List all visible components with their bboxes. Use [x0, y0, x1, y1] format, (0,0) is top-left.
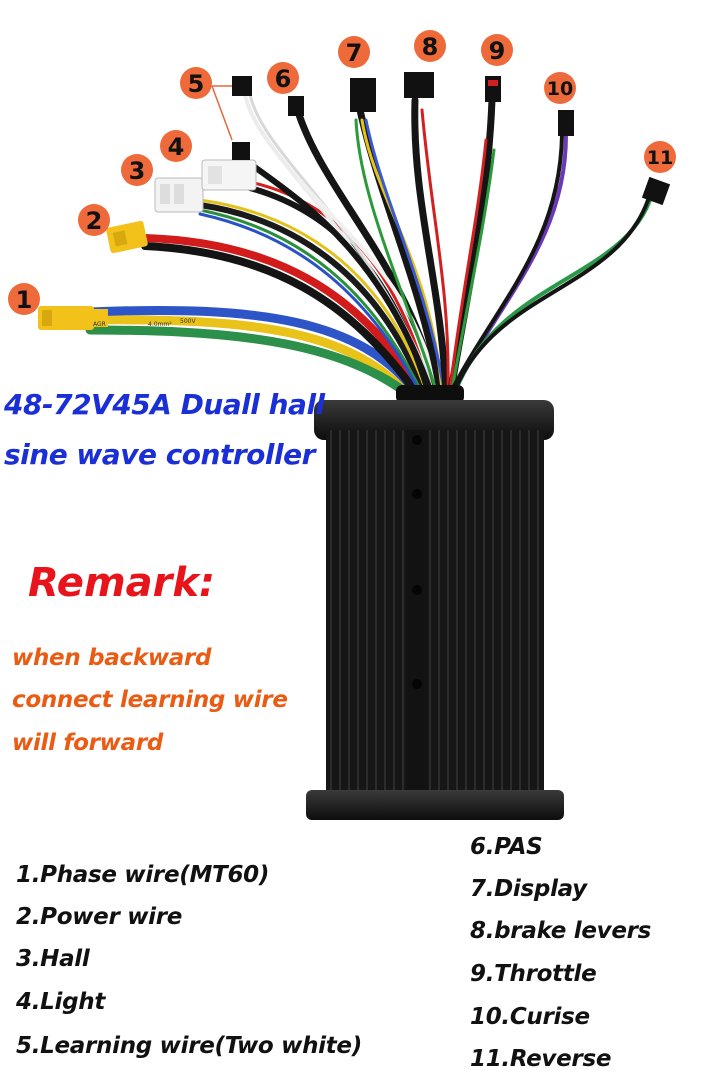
connector-hall	[154, 177, 204, 213]
badge-11: 11	[644, 141, 676, 173]
cable-print-2: 4.0mm²	[148, 321, 172, 328]
badge-1: 1	[8, 283, 40, 315]
cable-print-1: AGR	[93, 321, 106, 328]
legend-item-display: 7.Display	[470, 876, 587, 902]
connector-throttle	[485, 76, 501, 102]
badge-5: 5	[180, 67, 212, 99]
connector-reverse	[641, 176, 671, 206]
svg-text:1: 1	[16, 286, 33, 314]
connector-power-xt60	[106, 220, 148, 254]
svg-text:7: 7	[346, 39, 363, 67]
badge-2: 2	[78, 204, 110, 236]
cable-print-3: 500V	[180, 318, 196, 325]
learning-pointer	[211, 85, 233, 141]
svg-text:10: 10	[547, 78, 573, 100]
badge-4: 4	[160, 130, 192, 162]
product-title-line-1: 48-72V45A Duall hall	[4, 388, 325, 421]
wire-bundle	[85, 93, 652, 402]
remark-line: connect learning wire	[12, 687, 288, 713]
throttle-wires	[447, 96, 496, 394]
hall-wires	[197, 198, 428, 396]
connector-pas	[288, 96, 304, 116]
legend-item-power: 2.Power wire	[16, 904, 183, 930]
power-wires	[141, 234, 424, 398]
legend-item-hall: 3.Hall	[16, 946, 90, 972]
remark-line: will forward	[12, 730, 164, 756]
svg-text:11: 11	[647, 147, 673, 169]
badge-3: 3	[121, 154, 153, 186]
svg-text:2: 2	[86, 207, 103, 235]
legend-item-phase: 1.Phase wire(MT60)	[16, 862, 270, 888]
brake-wires	[411, 96, 450, 394]
connector-learning	[232, 76, 252, 160]
remark-line: when backward	[12, 645, 212, 671]
product-title-line-2: sine wave controller	[4, 438, 315, 471]
legend-item-throttle: 9.Throttle	[470, 961, 597, 987]
connector-display	[350, 78, 376, 112]
badge-6: 6	[267, 62, 299, 94]
connector-brake	[404, 72, 434, 98]
svg-text:8: 8	[422, 33, 439, 61]
connectors: AGR 4.0mm² 500V	[38, 72, 671, 330]
connector-phase-mt60	[38, 306, 108, 330]
svg-text:4: 4	[168, 133, 185, 161]
badge-7: 7	[338, 36, 370, 68]
display-wires	[354, 106, 446, 394]
svg-text:6: 6	[275, 65, 292, 93]
svg-text:5: 5	[188, 70, 205, 98]
number-badges: 1 2 3 4 5 6 7	[8, 30, 676, 315]
legend-item-light: 4.Light	[16, 989, 106, 1015]
badge-8: 8	[414, 30, 446, 62]
svg-text:3: 3	[129, 157, 146, 185]
badge-10: 10	[544, 72, 576, 104]
legend-item-learning: 5.Learning wire(Two white)	[16, 1033, 362, 1059]
connector-cruise	[558, 110, 574, 136]
remark-heading: Remark:	[28, 560, 215, 606]
svg-text:9: 9	[489, 37, 506, 65]
legend-item-pas: 6.PAS	[470, 834, 543, 860]
pas-wires	[292, 101, 441, 394]
connector-light	[201, 159, 257, 191]
legend-item-brake: 8.brake levers	[470, 918, 652, 944]
legend-item-cruise: 10.Curise	[470, 1004, 590, 1030]
badge-9: 9	[481, 34, 513, 66]
legend-item-reverse: 11.Reverse	[470, 1046, 612, 1072]
controller-body	[306, 385, 564, 820]
reverse-wires	[453, 198, 652, 392]
